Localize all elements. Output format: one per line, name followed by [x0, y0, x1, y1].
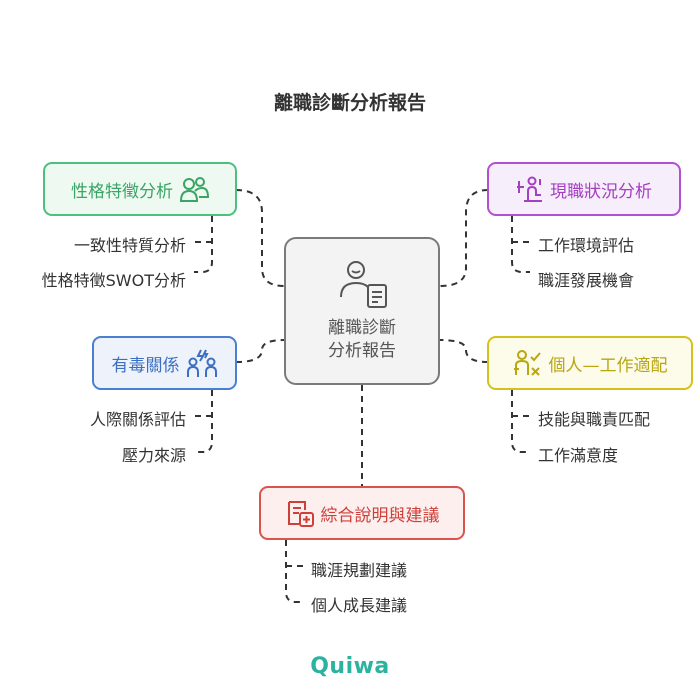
advice-item-1: 職涯規劃建議 — [311, 561, 408, 580]
center-label-line1: 離職診斷 — [328, 318, 396, 338]
branch-personality-label: 性格特徵分析 — [71, 181, 173, 202]
fit-item-1: 技能與職責匹配 — [538, 410, 651, 429]
connector-personality — [235, 189, 285, 287]
person-check-icon — [513, 349, 543, 377]
connector-fit — [439, 339, 489, 363]
advice-item-2: 個人成長建議 — [311, 596, 408, 615]
brand-logo: Quiwa — [310, 654, 390, 679]
center-node: 離職診斷 分析報告 — [284, 237, 440, 385]
center-label: 離職診斷 分析報告 — [286, 317, 438, 363]
branch-fit-label: 個人—工作適配 — [548, 355, 668, 376]
worker-desk-icon — [516, 175, 544, 203]
conflict-people-icon — [186, 348, 218, 378]
branch-toxic-label: 有毒關係 — [111, 355, 180, 376]
connector-toxic — [235, 339, 285, 363]
branch-current-label: 現職狀況分析 — [550, 181, 652, 202]
center-label-line2: 分析報告 — [328, 341, 396, 361]
branch-advice: 綜合說明與建議 — [259, 486, 465, 540]
branch-toxic: 有毒關係 — [92, 336, 237, 390]
current-item-2: 職涯發展機會 — [538, 271, 635, 290]
connector-personality-sub — [194, 216, 213, 273]
connector-fit-sub — [511, 390, 530, 453]
diagram-title: 離職診斷分析報告 — [273, 92, 426, 114]
connector-current-sub — [511, 216, 530, 273]
branch-advice-label: 綜合說明與建議 — [320, 505, 440, 526]
toxic-item-1: 人際關係評估 — [89, 410, 186, 429]
person-report-icon — [340, 261, 387, 308]
personality-item-1: 一致性特質分析 — [73, 236, 186, 255]
branch-fit: 個人—工作適配 — [487, 336, 693, 390]
toxic-item-2: 壓力來源 — [121, 446, 186, 465]
people-group-icon — [179, 175, 209, 203]
branch-personality: 性格特徵分析 — [43, 162, 237, 216]
personality-item-2: 性格特徵SWOT分析 — [41, 271, 186, 290]
connector-toxic-sub — [194, 390, 213, 453]
current-item-1: 工作環境評估 — [538, 236, 635, 255]
connector-current — [439, 189, 489, 287]
fit-item-2: 工作滿意度 — [538, 446, 619, 465]
connector-advice-sub — [285, 540, 304, 603]
document-plus-icon — [285, 498, 315, 528]
branch-current: 現職狀況分析 — [487, 162, 681, 216]
